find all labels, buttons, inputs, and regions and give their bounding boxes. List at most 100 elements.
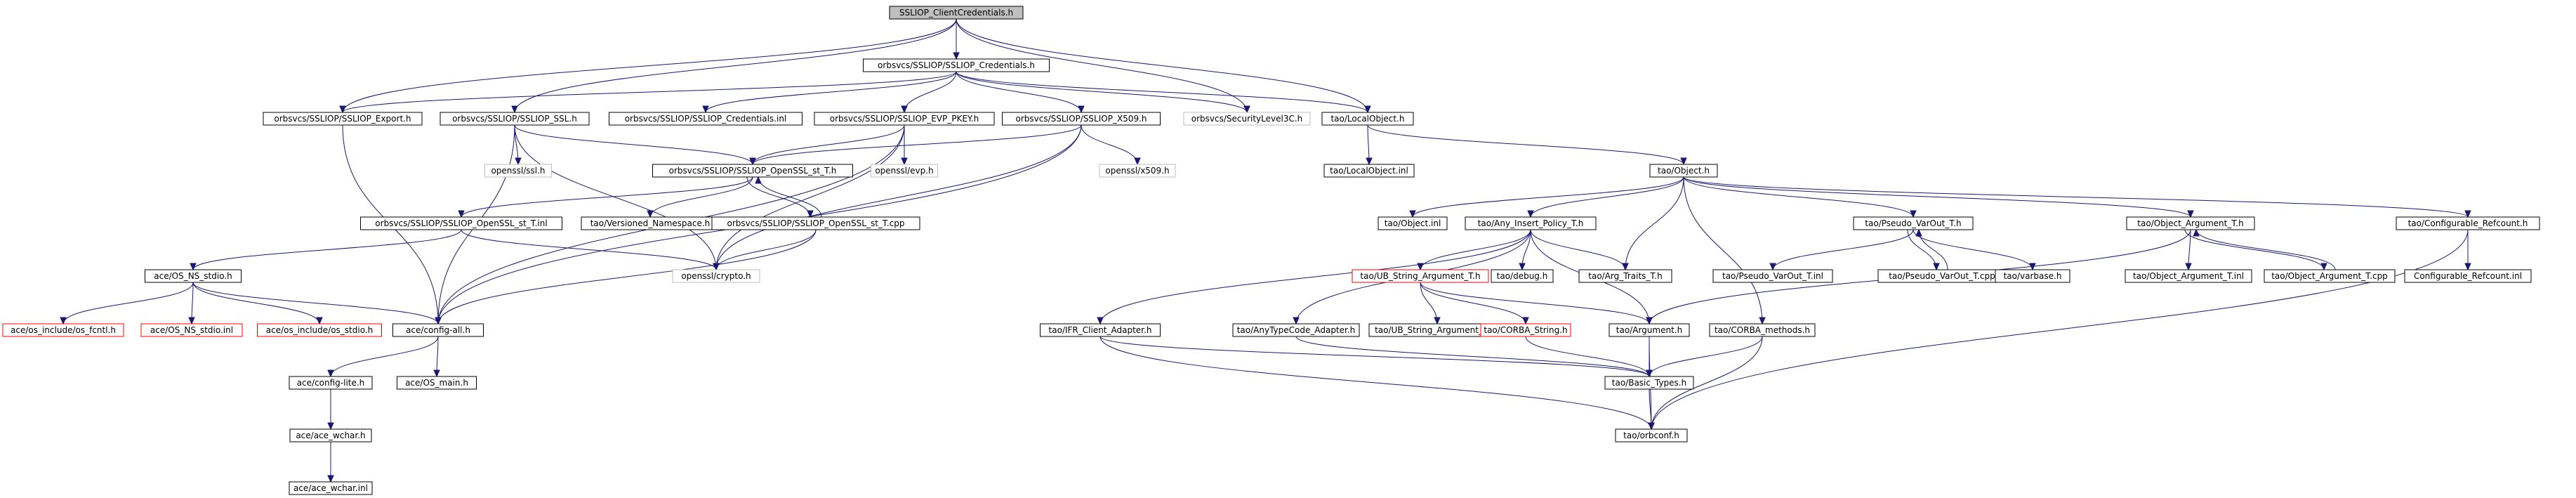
node-box[interactable] [2, 323, 124, 337]
node-box[interactable] [1183, 112, 1311, 126]
node-box[interactable] [2125, 269, 2252, 283]
node-box[interactable] [711, 216, 920, 230]
node-tao-ifr-client-adapter-h[interactable]: tao/IFR_Client_Adapter.h [1040, 323, 1161, 337]
node-box[interactable] [1040, 323, 1161, 337]
node-box[interactable] [397, 376, 477, 390]
node-tao-localobject-h[interactable]: tao/LocalObject.h [1321, 112, 1414, 126]
node-tao-localobject-inl[interactable]: tao/LocalObject.inl [1323, 164, 1415, 178]
node-box[interactable] [440, 112, 590, 126]
node-box[interactable] [1712, 269, 1833, 283]
node-box[interactable] [1491, 269, 1554, 283]
node-openssl-ssl-h[interactable]: openssl/ssl.h [484, 164, 552, 178]
node-orbsvcs-ssliop-ssliop-x509-h[interactable]: orbsvcs/SSLIOP/SSLIOP_X509.h [1002, 112, 1161, 126]
node-tao-object-inl[interactable]: tao/Object.inl [1378, 216, 1448, 230]
node-box[interactable] [1615, 428, 1688, 443]
node-ace-os-main-h[interactable]: ace/OS_main.h [397, 376, 477, 390]
node-box[interactable] [289, 376, 373, 390]
node-orbsvcs-ssliop-ssliop-credentials-h[interactable]: orbsvcs/SSLIOP/SSLIOP_Credentials.h [863, 58, 1050, 72]
node-ace-os-ns-stdio-h[interactable]: ace/OS_NS_stdio.h [145, 269, 242, 283]
node-tao-ub-string-argument-t-inl[interactable]: tao/UB_String_Argument_T.inl [1368, 323, 1506, 337]
node-box[interactable] [1002, 112, 1161, 126]
node-box[interactable] [1578, 269, 1672, 283]
node-openssl-x509-h[interactable]: openssl/x509.h [1099, 164, 1176, 178]
node-box[interactable] [140, 323, 243, 337]
node-box[interactable] [1352, 269, 1489, 283]
node-orbsvcs-ssliop-ssliop-export-h[interactable]: orbsvcs/SSLIOP/SSLIOP_Export.h [263, 112, 423, 126]
node-tao-debug-h[interactable]: tao/debug.h [1491, 269, 1554, 283]
node-tao-basic-types-h[interactable]: tao/Basic_Types.h [1604, 376, 1694, 390]
node-box[interactable] [863, 58, 1050, 72]
node-box[interactable] [1378, 216, 1448, 230]
node-orbsvcs-ssliop-ssliop-credentials-inl[interactable]: orbsvcs/SSLIOP/SSLIOP_Credentials.inl [609, 112, 802, 126]
arrowhead-config_lite-to-ace_wchar_h [327, 422, 334, 431]
node-tao-configurable-refcount-h[interactable]: tao/Configurable_Refcount.h [2396, 216, 2540, 230]
node-box[interactable] [1649, 164, 1718, 178]
node-box[interactable] [652, 164, 853, 178]
node-tao-corba-methods-h[interactable]: tao/CORBA_methods.h [1709, 323, 1816, 337]
node-box[interactable] [1853, 216, 1974, 230]
node-tao-arg-traits-t-h[interactable]: tao/Arg_Traits_T.h [1578, 269, 1672, 283]
node-box[interactable] [2264, 269, 2396, 283]
node-box[interactable] [871, 164, 938, 178]
node-tao-pseudo-varout-t-cpp[interactable]: tao/Pseudo_VarOut_T.cpp [1877, 269, 2007, 283]
node-box[interactable] [484, 164, 552, 178]
node-tao-object-argument-t-cpp[interactable]: tao/Object_Argument_T.cpp [2264, 269, 2396, 283]
node-openssl-crypto-h[interactable]: openssl/crypto.h [672, 269, 760, 283]
node-box[interactable] [1609, 323, 1690, 337]
node-ace-os-include-os-fcntl-h[interactable]: ace/os_include/os_fcntl.h [2, 323, 124, 337]
node-tao-argument-h[interactable]: tao/Argument.h [1609, 323, 1690, 337]
node-tao-corba-string-h[interactable]: tao/CORBA_String.h [1480, 323, 1571, 337]
node-orbsvcs-securitylevel3c-h[interactable]: orbsvcs/SecurityLevel3C.h [1183, 112, 1311, 126]
node-tao-orbconf-h[interactable]: tao/orbconf.h [1615, 428, 1688, 443]
node-ace-ace-wchar-h[interactable]: ace/ace_wchar.h [289, 428, 372, 443]
node-box[interactable] [1232, 323, 1360, 337]
node-ace-ace-wchar-inl[interactable]: ace/ace_wchar.inl [289, 481, 373, 495]
node-box[interactable] [257, 323, 382, 337]
node-tao-anytypecode-adapter-h[interactable]: tao/AnyTypeCode_Adapter.h [1232, 323, 1360, 337]
node-box[interactable] [1099, 164, 1176, 178]
node-box[interactable] [1465, 216, 1597, 230]
node-box[interactable] [889, 6, 1024, 20]
node-tao-pseudo-varout-t-h[interactable]: tao/Pseudo_VarOut_T.h [1853, 216, 1974, 230]
node-tao-ub-string-argument-t-h[interactable]: tao/UB_String_Argument_T.h [1352, 269, 1489, 283]
node-box[interactable] [609, 112, 802, 126]
node-box[interactable] [672, 269, 760, 283]
node-tao-any-insert-policy-t-h[interactable]: tao/Any_Insert_Policy_T.h [1465, 216, 1597, 230]
node-box[interactable] [263, 112, 423, 126]
node-ace-os-include-os-stdio-h[interactable]: ace/os_include/os_stdio.h [257, 323, 382, 337]
node-tao-object-argument-t-inl[interactable]: tao/Object_Argument_T.inl [2125, 269, 2252, 283]
node-tao-varbase-h[interactable]: tao/varbase.h [1995, 269, 2070, 283]
node-ace-config-all-h[interactable]: ace/config-all.h [392, 323, 484, 337]
node-box[interactable] [1480, 323, 1571, 337]
node-box[interactable] [1709, 323, 1816, 337]
node-ssliop-clientcredentials-h[interactable]: SSLIOP_ClientCredentials.h [889, 6, 1024, 20]
node-box[interactable] [289, 481, 373, 495]
node-box[interactable] [2396, 216, 2540, 230]
node-box[interactable] [2404, 269, 2532, 283]
node-box[interactable] [1604, 376, 1694, 390]
node-orbsvcs-ssliop-ssliop-evp-pkey-h[interactable]: orbsvcs/SSLIOP/SSLIOP_EVP_PKEY.h [814, 112, 995, 126]
node-tao-object-argument-t-h[interactable]: tao/Object_Argument_T.h [2126, 216, 2255, 230]
node-tao-object-h[interactable]: tao/Object.h [1649, 164, 1718, 178]
node-box[interactable] [289, 428, 372, 443]
node-configurable-refcount-inl[interactable]: Configurable_Refcount.inl [2404, 269, 2532, 283]
node-box[interactable] [1323, 164, 1415, 178]
node-orbsvcs-ssliop-ssliop-openssl-st-t-cpp[interactable]: orbsvcs/SSLIOP/SSLIOP_OpenSSL_st_T.cpp [711, 216, 920, 230]
edge-corba_string-to-basic_types [1525, 336, 1650, 377]
node-openssl-evp-h[interactable]: openssl/evp.h [871, 164, 938, 178]
node-ace-os-ns-stdio-inl[interactable]: ace/OS_NS_stdio.inl [140, 323, 243, 337]
node-box[interactable] [360, 216, 562, 230]
node-orbsvcs-ssliop-ssliop-openssl-st-t-inl[interactable]: orbsvcs/SSLIOP/SSLIOP_OpenSSL_st_T.inl [360, 216, 562, 230]
node-ace-config-lite-h[interactable]: ace/config-lite.h [289, 376, 373, 390]
node-box[interactable] [145, 269, 242, 283]
node-box[interactable] [392, 323, 484, 337]
node-orbsvcs-ssliop-ssliop-openssl-st-t-h[interactable]: orbsvcs/SSLIOP/SSLIOP_OpenSSL_st_T.h [652, 164, 853, 178]
node-label: SSLIOP_ClientCredentials.h [899, 8, 1013, 18]
node-box[interactable] [2126, 216, 2255, 230]
node-box[interactable] [1321, 112, 1414, 126]
node-tao-pseudo-varout-t-inl[interactable]: tao/Pseudo_VarOut_T.inl [1712, 269, 1833, 283]
node-tao-versioned-namespace-h[interactable]: tao/Versioned_Namespace.h [581, 216, 720, 230]
node-box[interactable] [1995, 269, 2070, 283]
node-box[interactable] [814, 112, 995, 126]
node-orbsvcs-ssliop-ssliop-ssl-h[interactable]: orbsvcs/SSLIOP/SSLIOP_SSL.h [440, 112, 590, 126]
